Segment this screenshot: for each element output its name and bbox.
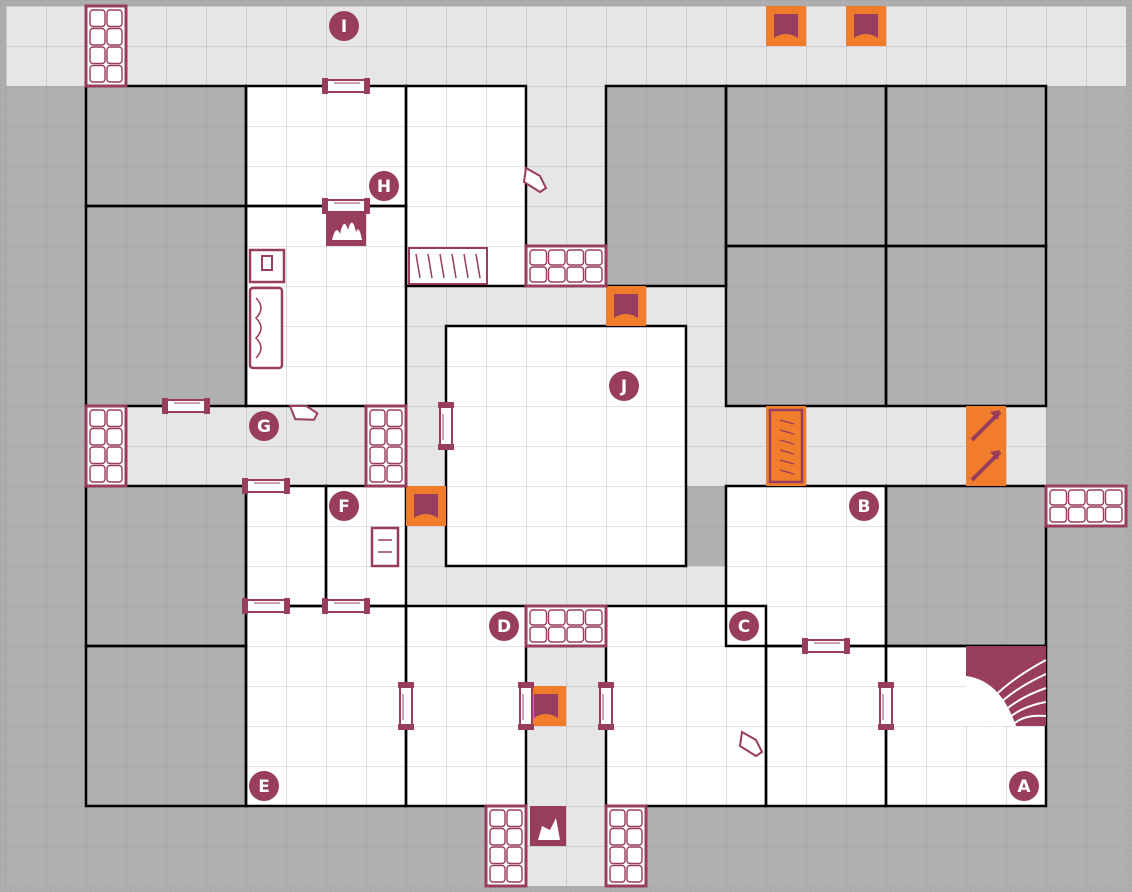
room-marker-label: E [258, 777, 270, 797]
room-marker-label: H [377, 177, 391, 197]
spear-icon [970, 450, 1002, 482]
rubble-walls [84, 4, 1128, 888]
room-marker-d: D [489, 611, 519, 641]
room-marker-h: H [369, 171, 399, 201]
rubble-wall [364, 404, 408, 488]
rubble-wall [84, 4, 128, 88]
room-marker-label: A [1017, 777, 1031, 797]
room-marker-disc [729, 611, 759, 641]
door[interactable] [598, 682, 614, 730]
boot-icon [288, 404, 319, 421]
rubble-wall [484, 804, 528, 888]
room-markers: A B C D E F G H I J [249, 11, 1039, 801]
stairs-icon [966, 646, 1047, 727]
rubble-wall [1044, 484, 1128, 528]
door[interactable] [322, 598, 370, 614]
highlighted-tile [766, 446, 806, 486]
door[interactable] [162, 398, 210, 414]
rubble-wall [84, 404, 128, 488]
throne-icon [248, 248, 286, 284]
room-marker-label: I [341, 17, 347, 37]
door[interactable] [322, 198, 370, 214]
pit-trap-icon [774, 14, 798, 38]
room-marker-a: A [1009, 771, 1039, 801]
room-marker-label: D [497, 617, 511, 637]
bench-icon [530, 806, 566, 846]
room-marker-label: F [338, 497, 350, 517]
room-marker-disc [1009, 771, 1039, 801]
door[interactable] [518, 682, 534, 730]
room-marker-label: C [738, 617, 750, 637]
room-wall [404, 84, 528, 288]
door[interactable] [878, 682, 894, 730]
doors[interactable] [162, 78, 894, 730]
highlighted-tile [766, 406, 806, 446]
room-marker-label: G [257, 417, 271, 437]
pit-trap-icon [414, 494, 438, 518]
room-marker-disc [369, 171, 399, 201]
room-marker-b: B [849, 491, 879, 521]
room-marker-label: B [858, 497, 871, 517]
room-marker-disc [249, 411, 279, 441]
pit-trap-icon [534, 694, 558, 718]
grid-overlay [6, 6, 1126, 886]
room-marker-f: F [329, 491, 359, 521]
room-marker-disc [489, 611, 519, 641]
room-marker-disc [609, 371, 639, 401]
spear-icon [970, 410, 1002, 442]
chair-icon [370, 526, 400, 568]
room-marker-disc [849, 491, 879, 521]
room-marker-disc [329, 11, 359, 41]
door[interactable] [438, 402, 454, 450]
boot-icon [738, 730, 764, 758]
room-marker-i: I [329, 11, 359, 41]
furniture [248, 14, 1047, 846]
room-marker-j: J [609, 371, 639, 401]
room-marker-label: J [620, 377, 627, 397]
door[interactable] [398, 682, 414, 730]
pit-trap-icon [854, 14, 878, 38]
orange-tomb [768, 408, 804, 484]
door[interactable] [242, 478, 290, 494]
room-marker-disc [329, 491, 359, 521]
rubble-wall [524, 604, 608, 648]
door[interactable] [802, 638, 850, 654]
rubble-wall [524, 244, 608, 288]
room-marker-g: G [249, 411, 279, 441]
rubble-wall [604, 804, 648, 888]
door[interactable] [322, 78, 370, 94]
tomb-icon [248, 286, 284, 370]
boot-icon [522, 166, 548, 194]
room-marker-e: E [249, 771, 279, 801]
room-marker-disc [249, 771, 279, 801]
bookcase-icon [408, 247, 488, 285]
door[interactable] [242, 598, 290, 614]
pit-trap-icon [614, 294, 638, 318]
room-marker-c: C [729, 611, 759, 641]
